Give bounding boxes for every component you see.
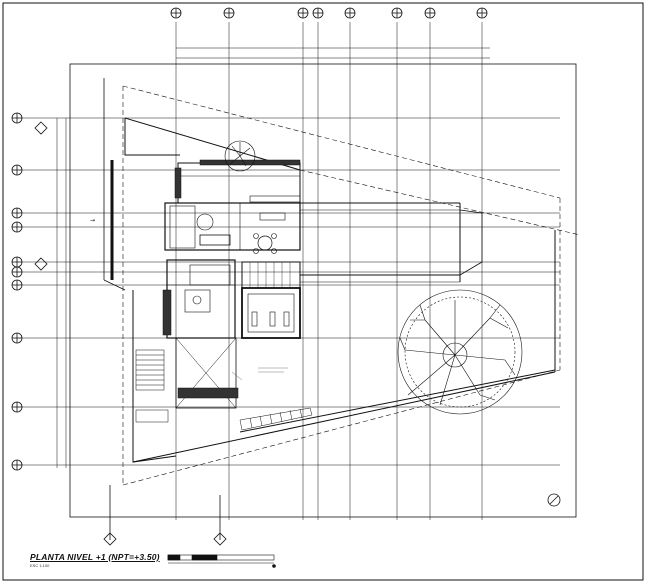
annotation-marks — [231, 367, 288, 381]
planters — [162, 159, 301, 399]
tree-icon — [397, 289, 523, 415]
axis-marker-icon — [103, 485, 227, 546]
top-dimension-line — [176, 47, 490, 59]
tree-icon — [224, 140, 256, 172]
drawing-title: PLANTA NIVEL +1 (NPT=+3.50) — [30, 552, 160, 562]
vertical-grid-axes — [175, 22, 483, 520]
driveway — [103, 78, 126, 291]
north-arrow-icon — [547, 493, 561, 507]
axis-marker-icon — [170, 7, 488, 19]
drawing-subtitle: ESC 1:100 — [30, 563, 50, 568]
building-core — [164, 162, 483, 283]
ramp — [239, 407, 313, 431]
entry-arrow: → — [90, 217, 95, 224]
axis-marker-icon — [11, 112, 23, 471]
exterior-stairs — [135, 349, 169, 423]
level-diamond-icon — [34, 121, 48, 271]
horizontal-grid-axes — [22, 117, 560, 466]
scale-bar-icon — [167, 554, 276, 568]
site-boundary — [122, 85, 581, 486]
lower-wing — [166, 259, 301, 409]
drawing-frame — [69, 63, 577, 518]
left-dimension-line — [56, 118, 67, 468]
